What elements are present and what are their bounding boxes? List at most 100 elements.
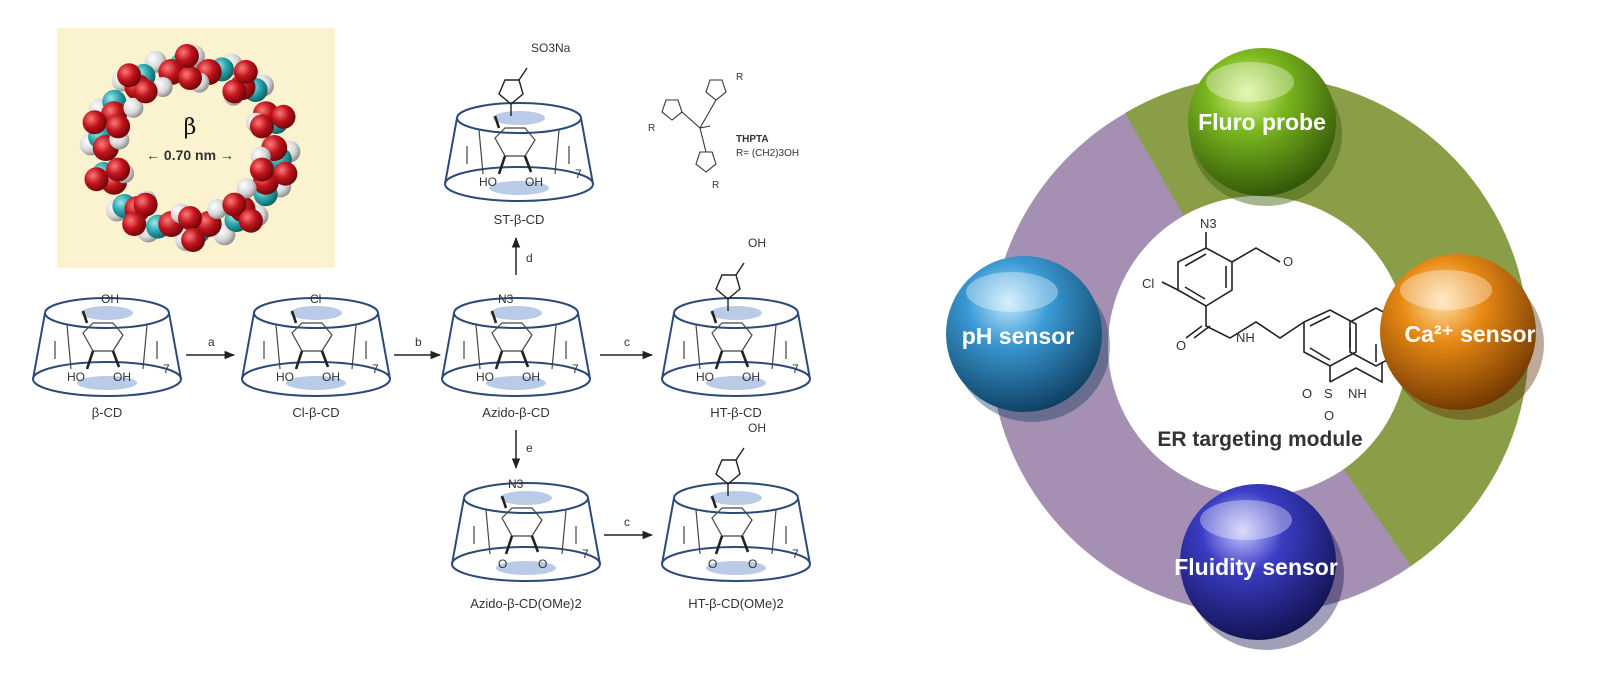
clcd-bottom-right: OH bbox=[322, 370, 340, 384]
atom-sphere bbox=[181, 228, 206, 252]
sphere-fluidity-label: Fluidity sensor bbox=[1174, 554, 1338, 580]
arrow-a-label: a bbox=[208, 335, 215, 349]
atom-sphere bbox=[174, 44, 199, 68]
sphere-ca: Ca²⁺ sensor bbox=[1380, 254, 1544, 420]
clcd-n: 7 bbox=[372, 362, 379, 376]
azido-bottom-right: OH bbox=[522, 370, 540, 384]
azido-ome-n: 7 bbox=[582, 547, 589, 561]
compound-ht-ome: OH O O 7 HT-β-CD(OMe)2 bbox=[660, 421, 812, 611]
ht-ome-name: HT-β-CD(OMe)2 bbox=[688, 596, 784, 611]
sphere-ph-ball bbox=[946, 256, 1102, 412]
sphere-ca-label: Ca²⁺ sensor bbox=[1404, 321, 1535, 347]
atom-sphere bbox=[238, 208, 263, 233]
atom-sphere bbox=[178, 206, 202, 230]
azido-ome-bottom-left: O bbox=[498, 557, 507, 571]
atom-sphere bbox=[152, 77, 173, 97]
atom-sphere bbox=[207, 199, 228, 219]
ht-bottom-right: OH bbox=[742, 370, 760, 384]
mol-so-o2: O bbox=[1324, 408, 1334, 423]
st-bottom-right: OH bbox=[525, 175, 543, 189]
sphere-fluidity: Fluidity sensor bbox=[1174, 484, 1344, 650]
st-bottom-left: HO bbox=[479, 175, 497, 189]
bcd-name: β-CD bbox=[92, 405, 123, 420]
ht-top-group: OH bbox=[748, 236, 766, 250]
cd-model-inset: β ← 0.70 nm → bbox=[57, 28, 335, 268]
arrow-e-label: e bbox=[526, 441, 533, 455]
ht-name: HT-β-CD bbox=[710, 405, 762, 420]
azido-ome-bottom-right: O bbox=[538, 557, 547, 571]
mol-methoxy: O bbox=[1283, 254, 1293, 269]
mol-urea-nh1: NH bbox=[1348, 386, 1367, 401]
atom-sphere bbox=[133, 192, 158, 217]
mol-azide: N3 bbox=[1200, 216, 1217, 231]
thpta-structure: R R R THPTA R= (CH2)3OH bbox=[648, 72, 799, 191]
ht-bottom-left: HO bbox=[696, 370, 714, 384]
bcd-bottom-left: HO bbox=[67, 370, 85, 384]
sphere-fluidity-ball bbox=[1180, 484, 1336, 640]
sphere-ph-label: pH sensor bbox=[962, 323, 1075, 349]
atom-sphere bbox=[271, 104, 296, 129]
ring-label: β bbox=[184, 115, 197, 140]
arrow-d-label: d bbox=[526, 251, 533, 265]
atom-sphere bbox=[249, 157, 274, 182]
sphere-ca-ball bbox=[1380, 254, 1536, 410]
reaction-scheme: OH HO OH 7 β-CD Cl HO OH 7 Cl-β-CD N3 HO… bbox=[31, 41, 812, 611]
compound-st: SO3Na HO OH 7 ST-β-CD bbox=[443, 41, 595, 227]
center-title: ER targeting module bbox=[1157, 428, 1362, 451]
atom-sphere bbox=[84, 167, 109, 192]
mol-so-o1: O bbox=[1302, 386, 1312, 401]
thpta-r-def: R= (CH2)3OH bbox=[736, 148, 799, 159]
atom-sphere bbox=[106, 157, 131, 182]
bcd-top-group: OH bbox=[101, 292, 119, 306]
mol-amide-o: O bbox=[1176, 338, 1186, 353]
atom-sphere bbox=[273, 161, 298, 186]
ht-ome-bottom-right: O bbox=[748, 557, 757, 571]
arrow-c1-label: c bbox=[624, 335, 630, 349]
cavity-diameter-label: ← 0.70 nm → bbox=[146, 147, 234, 163]
atom-sphere bbox=[233, 59, 258, 84]
wheel-center bbox=[1108, 196, 1408, 496]
atom-sphere bbox=[117, 63, 142, 88]
clcd-top-group: Cl bbox=[310, 292, 321, 306]
sphere-fluro-ball bbox=[1188, 48, 1336, 196]
atom-sphere bbox=[106, 114, 131, 139]
bcd-n: 7 bbox=[163, 362, 170, 376]
atom-sphere bbox=[178, 66, 202, 90]
sensor-wheel: N3 O Cl O NH S O O NH O NH ER targeting … bbox=[946, 48, 1544, 650]
st-n: 7 bbox=[575, 167, 582, 181]
atom-sphere bbox=[82, 110, 107, 135]
sphere-fluro-label: Fluro probe bbox=[1198, 109, 1326, 135]
mol-sulfonyl: S bbox=[1324, 386, 1333, 401]
mol-amide-nh: NH bbox=[1236, 330, 1255, 345]
atom-sphere bbox=[133, 79, 158, 104]
bcd-bottom-right: OH bbox=[113, 370, 131, 384]
compound-bcd: OH HO OH 7 β-CD bbox=[31, 292, 183, 420]
atom-sphere bbox=[123, 97, 144, 118]
ht-ome-top-group: OH bbox=[748, 421, 766, 435]
compound-azido: N3 HO OH 7 Azido-β-CD bbox=[440, 292, 592, 420]
arrow-b-label: b bbox=[415, 335, 422, 349]
thpta-r3: R bbox=[712, 180, 719, 191]
azido-bottom-left: HO bbox=[476, 370, 494, 384]
clcd-bottom-left: HO bbox=[276, 370, 294, 384]
azido-ome-top-group: N3 bbox=[508, 477, 524, 491]
mol-chloro: Cl bbox=[1142, 276, 1154, 291]
sphere-ph: pH sensor bbox=[946, 256, 1110, 422]
st-name: ST-β-CD bbox=[494, 212, 545, 227]
compound-clcd: Cl HO OH 7 Cl-β-CD bbox=[240, 292, 392, 420]
azido-name: Azido-β-CD bbox=[482, 405, 549, 420]
azido-ome-name: Azido-β-CD(OMe)2 bbox=[470, 596, 582, 611]
ht-n: 7 bbox=[792, 362, 799, 376]
atom-sphere bbox=[249, 114, 274, 139]
atom-sphere bbox=[222, 79, 247, 104]
thpta-r1: R bbox=[648, 123, 655, 134]
clcd-name: Cl-β-CD bbox=[292, 405, 339, 420]
st-top-group: SO3Na bbox=[531, 41, 571, 55]
compound-ht: OH HO OH 7 HT-β-CD bbox=[660, 236, 812, 420]
atom-sphere bbox=[236, 178, 257, 199]
thpta-name: THPTA bbox=[736, 134, 769, 145]
ht-ome-bottom-left: O bbox=[708, 557, 717, 571]
azido-top-group: N3 bbox=[498, 292, 514, 306]
azido-n: 7 bbox=[572, 362, 579, 376]
arrow-c2-label: c bbox=[624, 515, 630, 529]
